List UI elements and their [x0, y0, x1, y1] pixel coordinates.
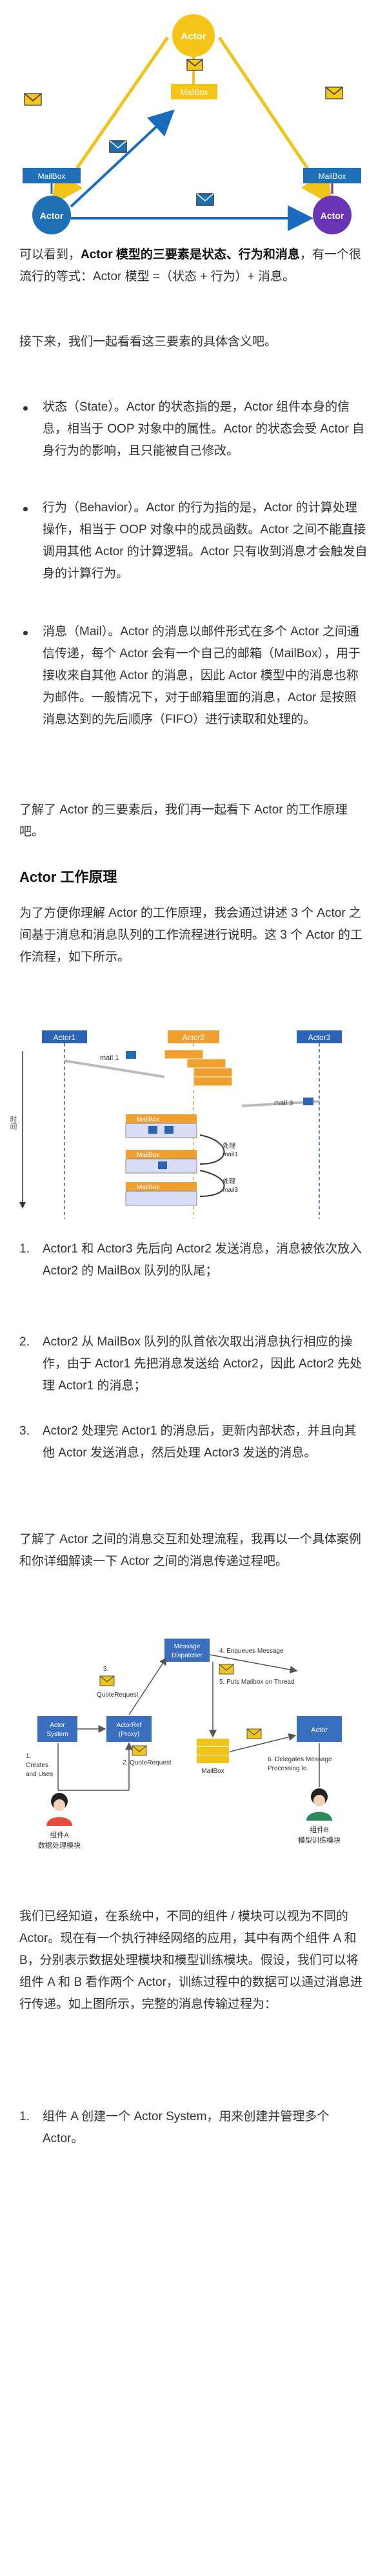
list-number: 1. [19, 2110, 30, 2123]
envelope-icon [109, 140, 127, 153]
actor1-header: Actor1 [54, 1033, 76, 1042]
next-paragraph: 接下来，我们一起看看这三要素的具体含义吧。 [19, 335, 277, 349]
step4-label: 4. Enqueues Message [219, 1648, 284, 1655]
mailbox-label: MailBox [201, 1768, 224, 1775]
envelope-icon [325, 87, 343, 99]
list-item: 3. Actor2 处理完 Actor1 的消息后，更新内部状态，并且向其他 A… [19, 1420, 368, 1464]
actor-right-label: Actor [321, 210, 344, 221]
handle-mail3-label: 处理 [223, 1178, 235, 1185]
mailbox-center [171, 84, 217, 99]
intro-text-c: ，有一个很流行的等式：Actor 模型 =（状态 + 行为）+ 消息。 [19, 248, 361, 283]
user-b-icon [306, 1788, 332, 1821]
step2-label: 2. QuoteRequest [123, 1759, 172, 1766]
work-intro-paragraph: 为了方便你理解 Actor 的工作原理，我会通过讲述 3 个 Actor 之间基… [19, 906, 363, 964]
envelope-icon [196, 193, 214, 206]
list-number: 2. [19, 1335, 30, 1349]
envelope-icon [24, 93, 42, 106]
section-heading: Actor 工作原理 [19, 869, 117, 885]
actorref-label-b: (Proxy) [119, 1731, 139, 1738]
actor-left-label: Actor [40, 210, 64, 221]
list-item: 行为（Behavior）。Actor 的行为指的是，Actor 的计算处理操作，… [19, 497, 368, 585]
list-item: 2. Actor2 从 MailBox 队列的队首依次取出消息执行相应的操作，由… [19, 1331, 368, 1397]
actor-model-figure: Actor MailBox MailBox MailBox Actor Acto… [23, 14, 361, 234]
actor3-header: Actor3 [308, 1033, 331, 1042]
mailbox-label: MailBox [137, 1116, 160, 1123]
mailbox-label: MailBox [137, 1152, 160, 1159]
mailbox-left-label: MailBox [38, 172, 66, 181]
list-item-text: 消息（Mail）。Actor 的消息以邮件形式在多个 Actor 之间通信传递，… [43, 625, 361, 726]
component-a-desc: 数据处理模块 [38, 1841, 81, 1850]
envelope-icon [186, 59, 203, 71]
intro-text-a: 可以看到， [19, 248, 81, 261]
list-item-text: 组件 A 创建一个 Actor System，用来创建并管理多个 Actor。 [43, 2110, 330, 2145]
step6-label: 6. Delegates Message [268, 1756, 332, 1763]
handle-mail1-label: 处理 [223, 1142, 235, 1150]
step3-label: 3. [103, 1666, 108, 1673]
mailbox-right-label: MailBox [319, 172, 346, 181]
step1-label-c: and Uses [26, 1771, 53, 1778]
actor-right-node [313, 196, 352, 234]
list-item: 1. 组件 A 创建一个 Actor System，用来创建并管理多个 Acto… [19, 2106, 368, 2150]
actor2-header: Actor2 [183, 1033, 205, 1042]
list-number: 3. [19, 1424, 30, 1438]
transition-paragraph: 了解了 Actor 的三要素后，我们再一起看下 Actor 的工作原理吧。 [19, 803, 348, 839]
time-axis-label: 时间 [9, 1116, 17, 1130]
bullet-dot [23, 406, 28, 411]
list-item-text: Actor1 和 Actor3 先后向 Actor2 发送消息，消息被依次放入 … [43, 1242, 362, 1278]
actorref-label: ActorRef [117, 1722, 142, 1729]
example-intro-paragraph: 了解了 Actor 之间的消息交互和处理流程，我再以一个具体案例和你详细解读一下… [19, 1533, 361, 1568]
actor-box-label: Actor [311, 1726, 328, 1734]
mailbox-left [23, 168, 81, 183]
intro-paragraph: 可以看到，Actor 模型的三要素是状态、行为和消息，有一个很流行的等式：Act… [19, 244, 368, 288]
mailbox-label: MailBox [137, 1184, 160, 1191]
handle-mail3-label-b: mail3 [223, 1187, 238, 1194]
mailbox-center-label: MailBox [181, 88, 208, 97]
mail1-label: mail 1 [100, 1054, 119, 1062]
list-item-text: 状态（State）。Actor 的状态指的是，Actor 组件本身的信息，相当于… [43, 400, 364, 458]
dispatcher-label-b: Dispatcher [172, 1652, 203, 1659]
actor-left-node [32, 196, 71, 234]
handle-mail1-label-b: mail1 [223, 1151, 238, 1158]
actor-top-label: Actor [181, 31, 206, 42]
list-item-text: Actor2 处理完 Actor1 的消息后，更新内部状态，并且向其他 Acto… [43, 1424, 357, 1460]
component-b-label: 组件B [310, 1825, 328, 1834]
mail3-label: mail 3 [274, 1099, 293, 1107]
message-dispatch-figure: Message Dispatcher Actor System ActorRef… [26, 1639, 342, 1850]
user-a-icon [46, 1793, 72, 1826]
list-item: 消息（Mail）。Actor 的消息以邮件形式在多个 Actor 之间通信传递，… [19, 621, 368, 731]
component-a-label: 组件A [50, 1830, 69, 1839]
dispatcher-label: Message [174, 1643, 201, 1650]
step6-label-b: Processing to [268, 1765, 307, 1772]
bullet-dot [23, 631, 28, 635]
mailbox-right [303, 168, 361, 183]
example-paragraph: 我们已经知道，在系统中，不同的组件 / 模块可以视为不同的 Actor。现在有一… [19, 1910, 363, 2011]
intro-text-bold: Actor 模型的三要素是状态、行为和消息 [81, 248, 300, 261]
list-item: 1. Actor1 和 Actor3 先后向 Actor2 发送消息，消息被依次… [19, 1238, 368, 1282]
step3-label-b: QuoteRequest [97, 1692, 139, 1699]
actor-system-label-b: System [46, 1731, 68, 1738]
step5-label: 5. Puts Mailbox on Thread [219, 1679, 295, 1686]
actor-top-node [172, 14, 215, 57]
list-item: 状态（State）。Actor 的状态指的是，Actor 组件本身的信息，相当于… [19, 396, 368, 462]
list-number: 1. [19, 1242, 30, 1256]
bullet-dot [23, 507, 28, 511]
actor-sequence-figure: Actor1 Actor2 Actor3 时间 mail 1 mail 3 Ma… [9, 1025, 374, 1219]
step1-label: 1. [26, 1753, 31, 1760]
list-item-text: Actor2 从 MailBox 队列的队首依次取出消息执行相应的操作，由于 A… [43, 1335, 362, 1393]
actor-system-label: Actor [50, 1722, 65, 1729]
list-item-text: 行为（Behavior）。Actor 的行为指的是，Actor 的计算处理操作，… [43, 501, 368, 580]
component-b-desc: 模型训练模块 [298, 1835, 341, 1845]
step1-label-b: Creates [26, 1762, 48, 1769]
